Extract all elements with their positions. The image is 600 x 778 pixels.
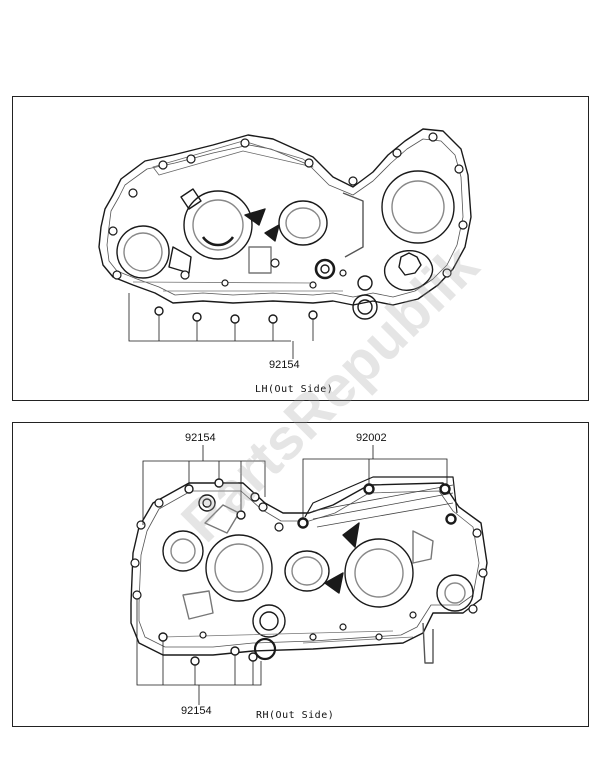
rh-caption: RH(Out Side) bbox=[256, 710, 335, 721]
lh-diagram-panel: 92154 LH(Out Side) bbox=[12, 96, 589, 401]
rh-crankcase-drawing bbox=[130, 445, 488, 705]
lh-crankcase-drawing bbox=[98, 128, 472, 359]
rh-part-number-92002: 92002 bbox=[356, 432, 387, 444]
rh-diagram-panel: 92154 92002 92154 RH(Out Side) bbox=[12, 422, 589, 727]
lh-part-number-92154: 92154 bbox=[269, 359, 300, 371]
rh-part-number-92154-top: 92154 bbox=[185, 432, 216, 444]
lh-caption: LH(Out Side) bbox=[255, 384, 334, 395]
rh-part-number-92154-bottom: 92154 bbox=[181, 705, 212, 717]
